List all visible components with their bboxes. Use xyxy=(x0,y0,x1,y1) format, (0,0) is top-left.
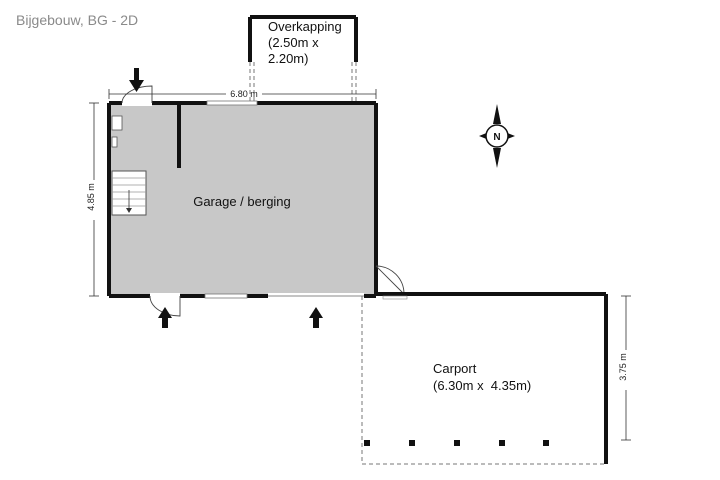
fixture-small xyxy=(111,136,118,148)
compass-icon: N xyxy=(479,104,515,168)
compass-letter: N xyxy=(493,132,500,143)
staircase xyxy=(111,170,147,216)
entrance-arrow-bottom-left xyxy=(158,307,172,328)
window-bottom xyxy=(204,293,248,299)
door-opening-top xyxy=(122,100,152,106)
fixture-box xyxy=(111,115,123,131)
door-swing-right xyxy=(375,265,405,295)
carport-posts xyxy=(364,440,549,446)
carport-outline xyxy=(361,292,608,465)
door-opening-bottom xyxy=(150,293,180,299)
room-label-carport-2: (6.30m x 4.35m) xyxy=(433,378,531,393)
door-swing-top xyxy=(121,85,153,104)
garage-floor xyxy=(111,105,374,294)
dimension-right-label: 3.75 m xyxy=(618,353,628,381)
room-label-overkapping-2: (2.50m x xyxy=(268,35,319,50)
door-swing-bottom xyxy=(149,295,181,317)
room-label-overkapping-3: 2.20m) xyxy=(268,51,308,66)
room-label-garage: Garage / berging xyxy=(193,194,291,209)
entrance-arrow-bottom-right xyxy=(309,307,323,328)
window-top xyxy=(206,100,258,106)
entrance-arrow-top xyxy=(129,68,144,92)
room-label-carport-1: Carport xyxy=(433,361,477,376)
dimension-top-label: 6.80 m xyxy=(230,89,258,99)
dimension-left-label: 4.85 m xyxy=(86,183,96,211)
dimension-left xyxy=(89,102,99,297)
dimension-top xyxy=(108,89,377,99)
overkapping-walls xyxy=(248,15,358,103)
room-label-overkapping-1: Overkapping xyxy=(268,19,342,34)
dimension-right xyxy=(621,295,631,441)
plan-title: Bijgebouw, BG - 2D xyxy=(16,12,139,28)
